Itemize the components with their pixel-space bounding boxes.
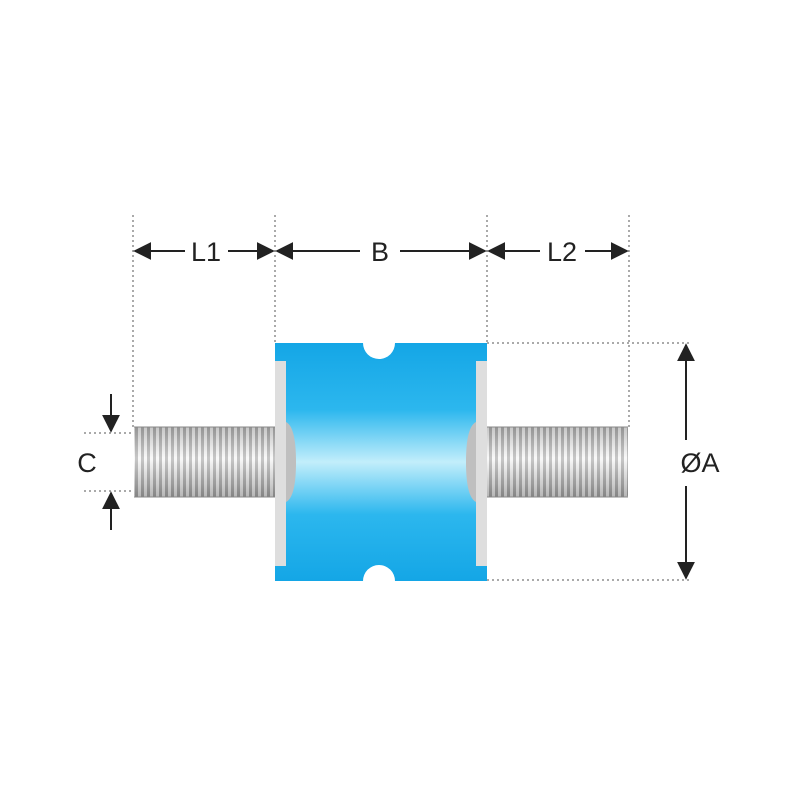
- label-diameter-a: ØA: [680, 448, 719, 478]
- left-end-plate: [275, 361, 296, 566]
- dimension-b: B: [275, 237, 487, 267]
- extension-lines: [84, 215, 690, 581]
- dimension-diameter-a: ØA: [677, 343, 720, 580]
- dimension-l2: L2: [487, 237, 629, 267]
- label-b: B: [371, 237, 389, 267]
- dimension-c: C: [77, 394, 120, 530]
- left-threaded-stud: [134, 426, 286, 498]
- label-c: C: [77, 448, 97, 478]
- dimension-l1: L1: [133, 237, 275, 267]
- rubber-body: [275, 343, 487, 581]
- right-end-plate: [466, 361, 487, 566]
- label-l1: L1: [191, 237, 221, 267]
- right-threaded-stud: [476, 426, 628, 498]
- label-l2: L2: [547, 237, 577, 267]
